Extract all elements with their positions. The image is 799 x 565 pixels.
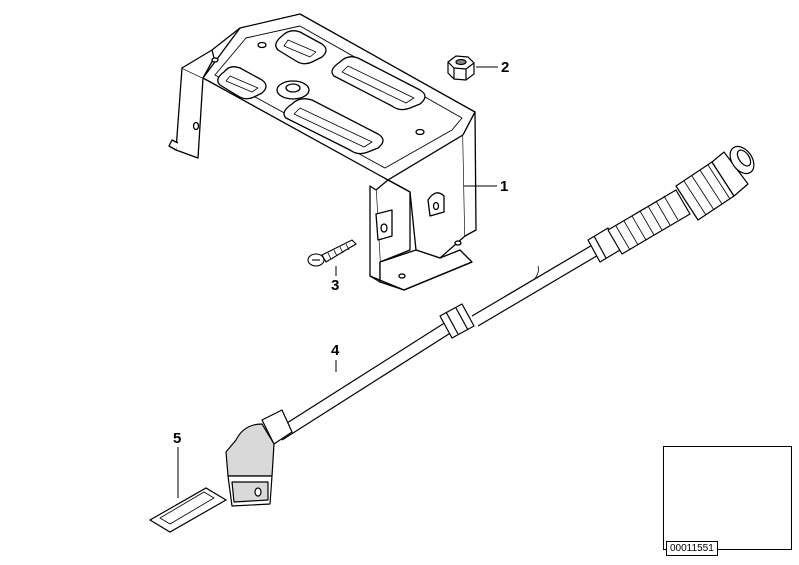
cable-harness: [225, 145, 755, 507]
callout-part-2: 2: [501, 59, 510, 76]
diagram-id-label: 00011551: [666, 541, 718, 556]
callout-part-1: 1: [500, 178, 509, 195]
leader-lines: [177, 66, 498, 498]
callout-part-4: 4: [331, 342, 340, 359]
hex-nut: [447, 55, 475, 81]
thumbnail-frame: [663, 446, 792, 550]
adhesive-pad: [148, 487, 228, 533]
callout-part-5: 5: [173, 430, 182, 447]
mounting-bracket: [168, 13, 477, 291]
self-tapping-screw: [307, 239, 357, 267]
callout-part-3: 3: [331, 277, 340, 294]
